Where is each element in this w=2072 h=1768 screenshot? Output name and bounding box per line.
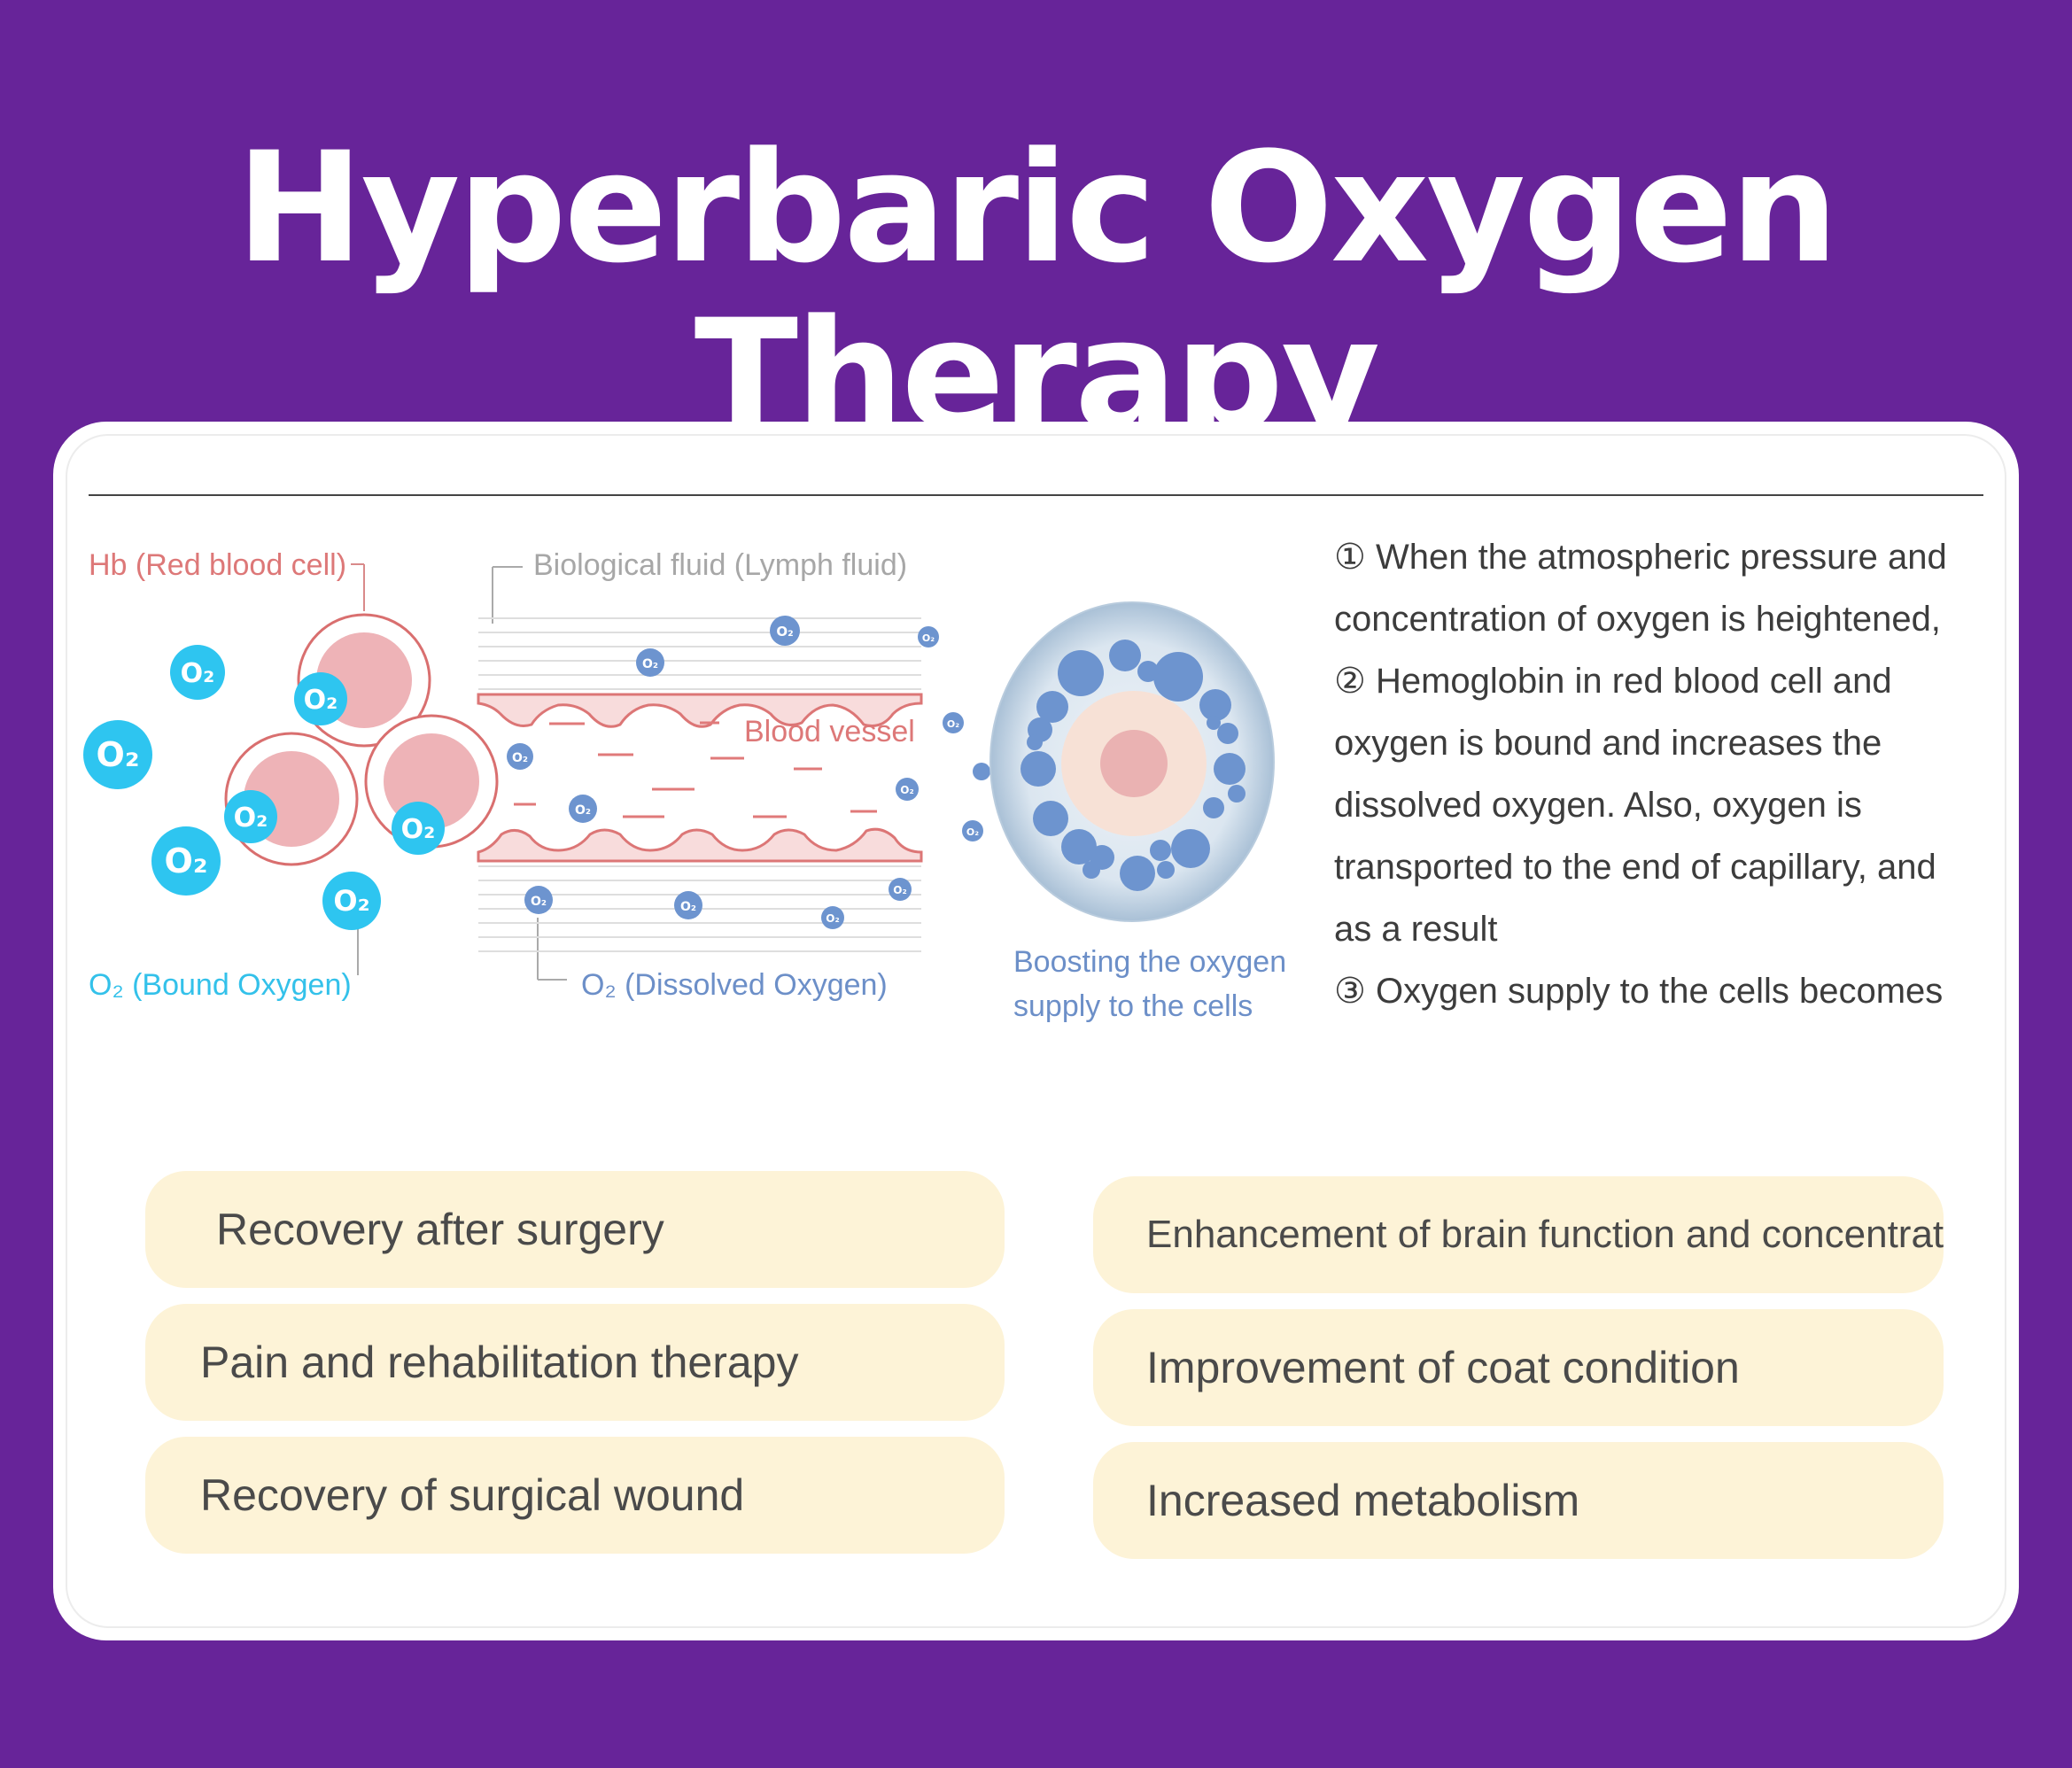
cell-oxygen-bubbles [1020, 640, 1246, 891]
o2-molecule-text: O₂ [947, 718, 959, 730]
bound-oxygen-molecules [83, 645, 445, 930]
o2-molecule-text: O₂ [893, 884, 906, 896]
top-divider [89, 494, 1983, 496]
o2-molecule-text: O₂ [900, 784, 913, 796]
o2-molecule-text: O₂ [966, 826, 979, 838]
blood-vessel [477, 693, 923, 863]
explanation-step-3: ③ Oxygen supply to the cells becomes [1334, 972, 1944, 1011]
benefit-recovery-after-surgery: Recovery after surgery [145, 1171, 1005, 1288]
o2-molecule-text: O₂ [304, 685, 338, 716]
card-border [66, 434, 2006, 1628]
dissolved-oxygen-labels: O₂ O₂ O₂ O₂ O₂ O₂ O₂ O₂ O₂ O₂ O₂ O₂ [512, 624, 979, 925]
page-title: Hyperbaric Oxygen Therapy [236, 119, 1839, 465]
o2-molecule-text: O₂ [575, 803, 591, 818]
explanation-step-1: ① When the atmospheric pressure and conc… [1334, 538, 1947, 639]
fluid-label: Biological fluid (Lymph fluid) [533, 548, 908, 582]
o2-molecule-text: O₂ [165, 841, 208, 880]
o2-molecule-text: O₂ [401, 814, 436, 845]
benefit-coat-condition: Improvement of coat condition [1093, 1309, 1944, 1426]
benefit-metabolism: Increased metabolism [1093, 1442, 1944, 1559]
hb-leader-line [351, 563, 365, 611]
hb-label: Hb (Red blood cell) [89, 548, 347, 582]
oxygen-diagram: O₂ O₂ O₂ O₂ O₂ O₂ O₂ O₂ O₂ O₂ [83, 563, 1275, 981]
content-card: O₂ O₂ O₂ O₂ O₂ O₂ O₂ O₂ O₂ O₂ [53, 422, 2019, 1640]
benefit-brain-function: Enhancement of brain function and concen… [1093, 1176, 1944, 1293]
o2-molecule-text: O₂ [181, 658, 215, 689]
dissolved-oxygen-label: O₂ (Dissolved Oxygen) [581, 968, 888, 1002]
o2-molecule-text: O₂ [776, 624, 793, 640]
o2-molecule-text: O₂ [642, 657, 658, 671]
fluid-leader-line [492, 566, 523, 624]
o2-molecule-text: O₂ [333, 884, 369, 918]
o2-molecule-text: O₂ [922, 632, 935, 644]
benefit-surgical-wound: Recovery of surgical wound [145, 1437, 1005, 1554]
benefit-pain-rehabilitation: Pain and rehabilitation therapy [145, 1304, 1005, 1421]
bound-oxygen-labels: O₂ O₂ O₂ O₂ O₂ O₂ O₂ [97, 658, 436, 918]
o2-molecule-text: O₂ [234, 803, 268, 834]
explanation-step-2: ② Hemoglobin in red blood cell and oxyge… [1334, 662, 1936, 949]
o2-molecule-text: O₂ [826, 912, 839, 925]
o2-molecule-text: O₂ [531, 895, 547, 909]
boost-label-line-2: supply to the cells [1013, 989, 1253, 1023]
plasma-dashes [514, 721, 877, 818]
dissolved-leader-line [537, 918, 567, 981]
explanation-text: ① When the atmospheric pressure and conc… [1334, 526, 1972, 1022]
o2-molecule-text: O₂ [680, 900, 696, 914]
dissolved-oxygen-molecules [507, 616, 990, 929]
o2-molecule-text: O₂ [97, 735, 140, 774]
o2-molecule-text: O₂ [512, 751, 528, 765]
blood-vessel-label: Blood vessel [744, 715, 915, 748]
bound-oxygen-label: O₂ (Bound Oxygen) [89, 968, 352, 1002]
boost-label-line-1: Boosting the oxygen [1013, 945, 1287, 979]
